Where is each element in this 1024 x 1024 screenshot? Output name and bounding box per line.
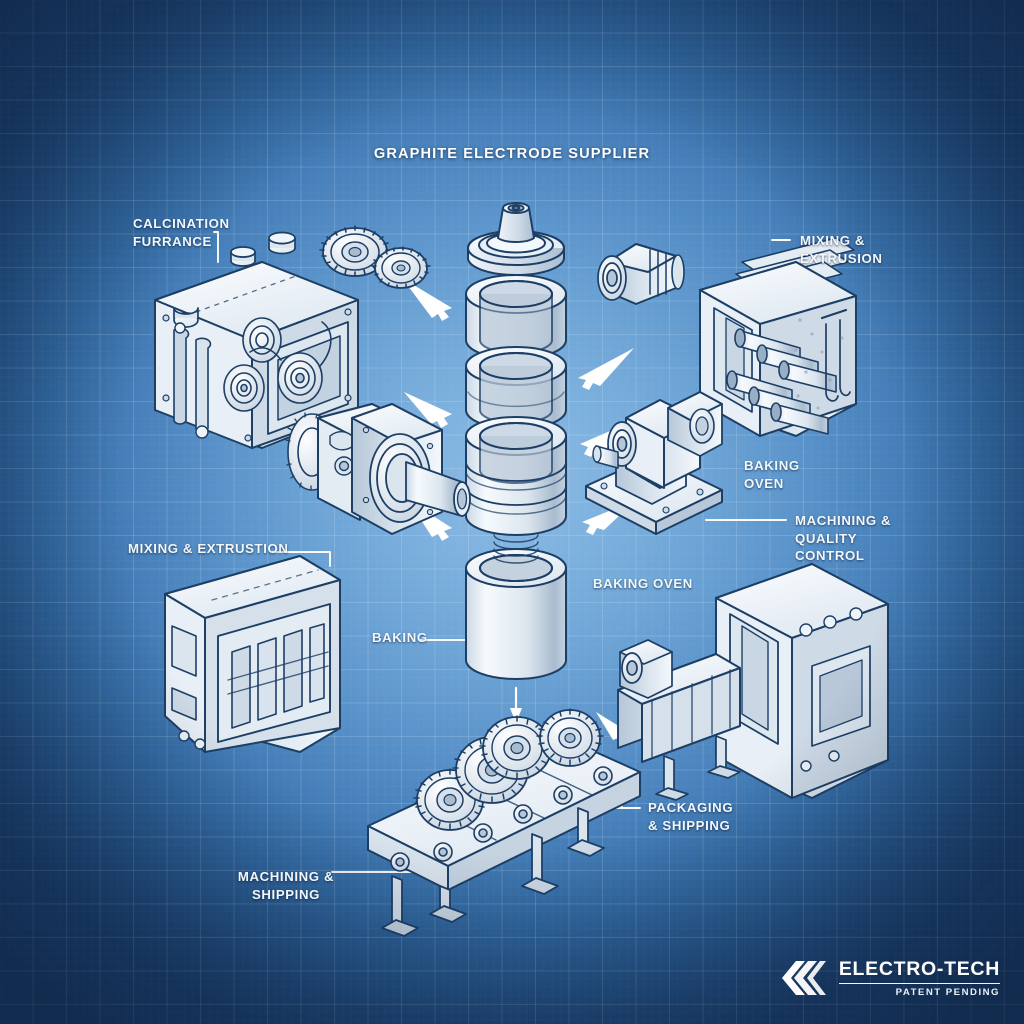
- brand-logo: ELECTRO-TECH PATENT PENDING: [780, 958, 1000, 998]
- part-ring-ribbed: [465, 416, 567, 536]
- machine-extrusion-head: [597, 243, 685, 305]
- part-body-threaded: [465, 534, 567, 680]
- central-stack: [465, 202, 567, 680]
- part-nipple-cap: [467, 202, 565, 276]
- brand-tagline: PATENT PENDING: [895, 987, 1000, 998]
- machine-mixing-extrusion-cabinet: [699, 237, 857, 437]
- machine-conveyor: [367, 708, 641, 937]
- brand-divider: [838, 982, 1000, 984]
- triple-chevron-left-icon: [781, 961, 826, 995]
- page-title: GRAPHITE ELECTRODE SUPPLIER: [373, 146, 651, 162]
- machine-baking-oven-unit: [164, 555, 341, 753]
- machine-gear-pair-top: [319, 225, 431, 289]
- machine-quality-control-unit: [617, 563, 889, 801]
- brand-name: ELECTRO-TECH: [838, 958, 1000, 980]
